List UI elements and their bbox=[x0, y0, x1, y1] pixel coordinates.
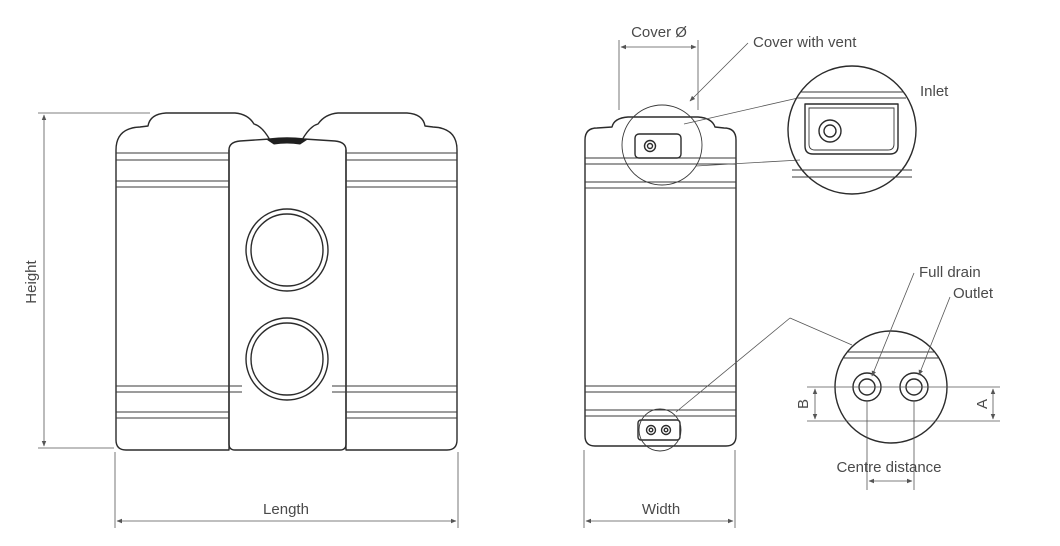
side-body bbox=[584, 116, 737, 447]
front-right-module bbox=[301, 112, 458, 451]
outlet-detail-marker bbox=[638, 408, 682, 452]
centre-distance-label: Centre distance bbox=[836, 459, 941, 476]
side-ribs bbox=[585, 157, 736, 417]
full-drain-label: Full drain bbox=[919, 264, 981, 281]
front-port-bottom bbox=[245, 317, 329, 401]
side-inlet-socket bbox=[634, 133, 682, 159]
outlet-label: Outlet bbox=[953, 285, 994, 302]
side-view bbox=[584, 104, 737, 452]
centre-distance-dimension: Centre distance bbox=[836, 402, 942, 490]
inlet-label: Inlet bbox=[920, 83, 949, 100]
width-dimension: Width bbox=[583, 450, 736, 528]
width-label: Width bbox=[642, 501, 680, 518]
cover-diameter-label: Cover Ø bbox=[631, 24, 687, 41]
height-label: Height bbox=[23, 259, 40, 303]
front-port-top bbox=[245, 208, 329, 292]
dim-b-label: B bbox=[795, 399, 812, 409]
front-ribs bbox=[116, 152, 457, 419]
length-label: Length bbox=[263, 501, 309, 518]
front-centre-module bbox=[228, 137, 347, 451]
inlet-detail-marker bbox=[621, 104, 703, 186]
front-view bbox=[115, 112, 458, 451]
inlet-detail: Inlet bbox=[683, 65, 949, 195]
front-top-channel bbox=[266, 137, 308, 145]
cover-with-vent-callout: Cover with vent bbox=[689, 34, 857, 102]
front-left-module bbox=[115, 112, 271, 451]
side-outlet-socket bbox=[637, 419, 681, 441]
cover-diameter-dimension: Cover Ø bbox=[618, 24, 699, 110]
a-b-dimensions: B A bbox=[795, 386, 1000, 422]
dim-a-label: A bbox=[974, 399, 991, 409]
length-dimension: Length bbox=[114, 452, 459, 528]
cover-with-vent-label: Cover with vent bbox=[753, 34, 857, 51]
height-dimension: Height bbox=[23, 112, 150, 449]
